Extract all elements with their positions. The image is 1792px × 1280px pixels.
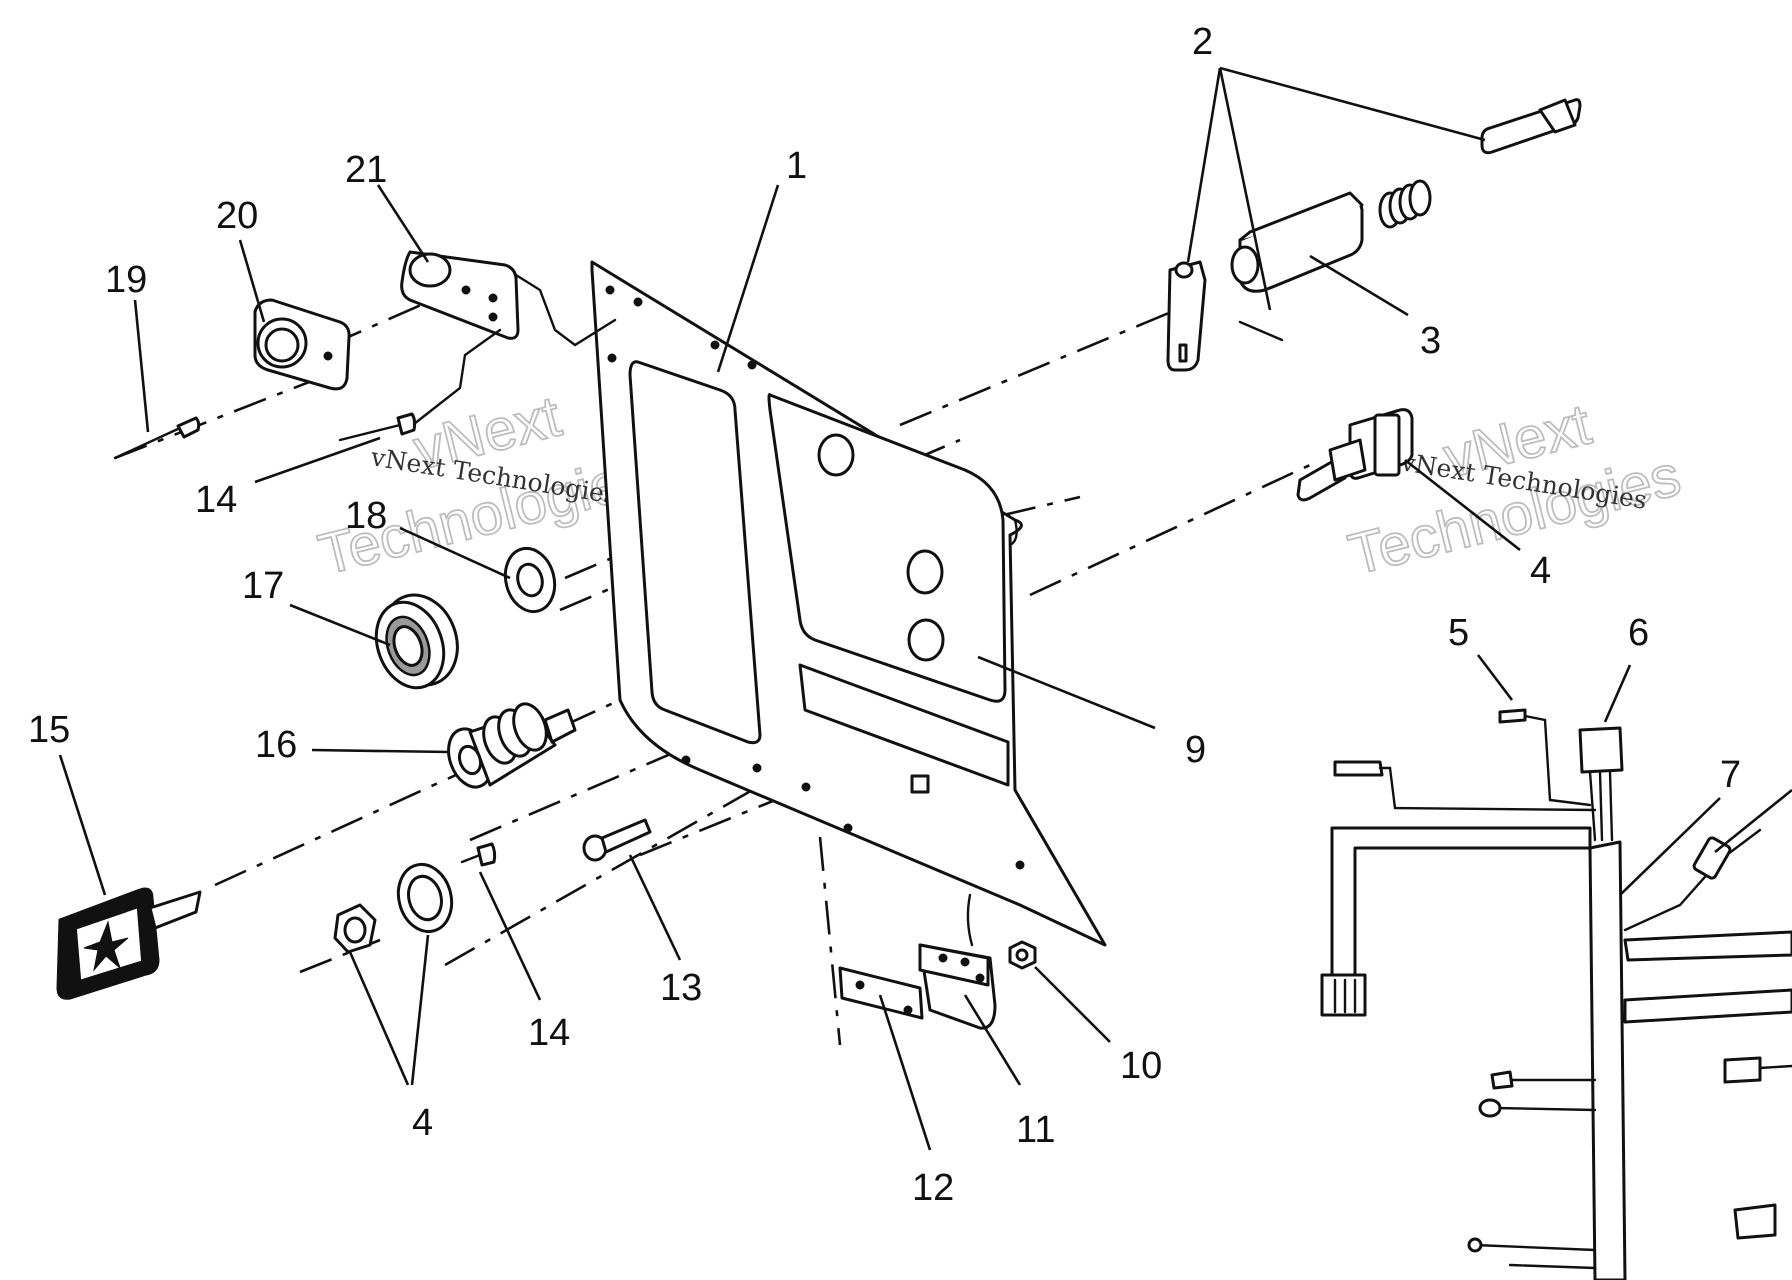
callout-18: 18 bbox=[345, 495, 387, 537]
callout-5: 5 bbox=[1448, 612, 1469, 654]
callout-1: 1 bbox=[786, 145, 807, 187]
wiring-harness-part-7 bbox=[1320, 708, 1792, 1280]
callout-21: 21 bbox=[345, 149, 387, 191]
panel-part-1 bbox=[498, 260, 1107, 947]
latch-lever bbox=[1166, 260, 1207, 372]
hinge-plates-parts-11-12 bbox=[838, 893, 997, 1030]
callout-13: 13 bbox=[660, 967, 702, 1009]
cap-part-20 bbox=[253, 298, 351, 391]
callout-9: 9 bbox=[1185, 729, 1206, 771]
nut-part-10 bbox=[1008, 940, 1037, 970]
bracket-part-21 bbox=[400, 250, 520, 340]
connector-part-6 bbox=[1578, 726, 1624, 774]
washer-part-18 bbox=[503, 546, 557, 614]
ignition-switch-part-16 bbox=[447, 702, 577, 789]
callout-4-lower: 4 bbox=[412, 1102, 433, 1144]
callout-16: 16 bbox=[255, 724, 297, 766]
callout-14-lower: 14 bbox=[528, 1012, 570, 1054]
callout-4-right: 4 bbox=[1530, 550, 1551, 592]
callout-labels: 1 2 3 4 5 6 7 9 10 11 12 13 14 4 15 16 1… bbox=[28, 21, 1741, 1209]
terminal-part-5 bbox=[1498, 708, 1527, 724]
bolt-part-19 bbox=[113, 416, 201, 460]
callout-7: 7 bbox=[1720, 754, 1741, 796]
callout-15: 15 bbox=[28, 709, 70, 751]
callout-11: 11 bbox=[1016, 1109, 1055, 1151]
screw-part-14-upper bbox=[338, 328, 502, 442]
ignition-key-part-15 bbox=[56, 887, 202, 1000]
callout-19: 19 bbox=[105, 259, 147, 301]
bolt-part-13 bbox=[582, 818, 652, 862]
callout-20: 20 bbox=[216, 195, 258, 237]
watermark-left: vNext Technologies vNext Technologies bbox=[312, 383, 658, 589]
latch-assembly bbox=[1166, 98, 1582, 372]
callout-14-upper: 14 bbox=[195, 479, 237, 521]
screw-part-14-lower bbox=[460, 842, 497, 867]
callout-10: 10 bbox=[1120, 1045, 1162, 1087]
callout-6: 6 bbox=[1628, 612, 1649, 654]
callout-3: 3 bbox=[1420, 320, 1441, 362]
nut-washer-part-4-lower bbox=[333, 862, 454, 954]
spring bbox=[1378, 179, 1432, 229]
callout-2: 2 bbox=[1192, 21, 1213, 63]
callout-12: 12 bbox=[912, 1167, 954, 1209]
toggle-switch-part-4 bbox=[1296, 408, 1414, 502]
leader-lines bbox=[58, 66, 1792, 1151]
nut-part-17 bbox=[374, 593, 459, 690]
callout-17: 17 bbox=[242, 565, 284, 607]
